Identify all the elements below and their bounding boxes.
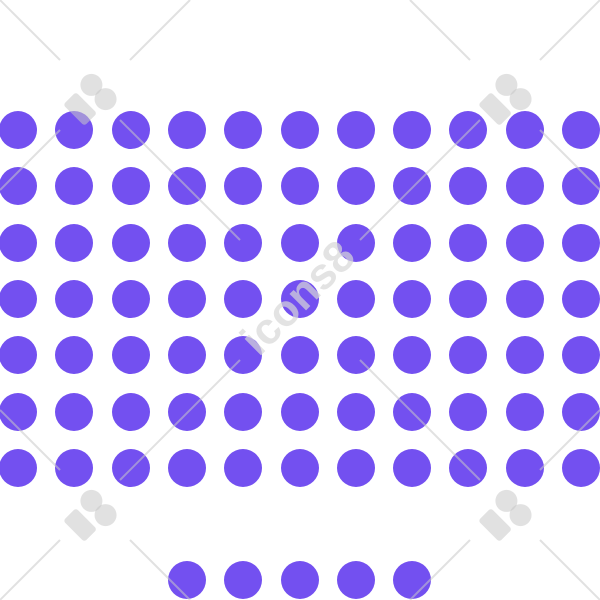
dot bbox=[336, 561, 375, 599]
dot bbox=[562, 448, 600, 487]
dot bbox=[280, 561, 319, 599]
dot bbox=[55, 223, 94, 262]
dot bbox=[280, 336, 319, 375]
dot bbox=[449, 167, 488, 206]
dot bbox=[393, 167, 432, 206]
dot bbox=[393, 279, 432, 318]
dot bbox=[0, 392, 37, 431]
dot bbox=[111, 336, 150, 375]
dot bbox=[393, 336, 432, 375]
dot bbox=[0, 111, 37, 149]
dot bbox=[111, 167, 150, 206]
dot bbox=[167, 223, 206, 262]
dot bbox=[562, 167, 600, 206]
dot bbox=[505, 279, 544, 318]
dot bbox=[0, 167, 37, 206]
dot bbox=[111, 223, 150, 262]
dot bbox=[167, 336, 206, 375]
dot bbox=[167, 561, 206, 599]
dot bbox=[167, 279, 206, 318]
dot bbox=[0, 448, 37, 487]
dot bbox=[449, 336, 488, 375]
dot bbox=[336, 448, 375, 487]
dot bbox=[449, 111, 488, 149]
dot bbox=[336, 223, 375, 262]
dot bbox=[280, 111, 319, 149]
dot bbox=[336, 279, 375, 318]
dot bbox=[55, 448, 94, 487]
dot bbox=[0, 279, 37, 318]
dot bbox=[449, 448, 488, 487]
dot bbox=[280, 223, 319, 262]
dot bbox=[562, 279, 600, 318]
dot bbox=[280, 167, 319, 206]
dot bbox=[224, 392, 263, 431]
dot bbox=[224, 111, 263, 149]
dot bbox=[55, 111, 94, 149]
dot bbox=[449, 279, 488, 318]
dot bbox=[0, 223, 37, 262]
dot bbox=[280, 392, 319, 431]
dot bbox=[505, 111, 544, 149]
dot bbox=[167, 111, 206, 149]
dot bbox=[505, 223, 544, 262]
dot bbox=[167, 392, 206, 431]
dot bbox=[449, 392, 488, 431]
dot bbox=[393, 561, 432, 599]
dot bbox=[111, 392, 150, 431]
dot bbox=[224, 448, 263, 487]
dot bbox=[562, 336, 600, 375]
dot bbox=[280, 279, 319, 318]
dot bbox=[393, 392, 432, 431]
dot bbox=[336, 167, 375, 206]
dot bbox=[336, 111, 375, 149]
dot bbox=[505, 392, 544, 431]
dot bbox=[224, 167, 263, 206]
dot bbox=[393, 223, 432, 262]
dot bbox=[393, 111, 432, 149]
dot bbox=[167, 167, 206, 206]
dot bbox=[167, 448, 206, 487]
dot bbox=[562, 392, 600, 431]
dot bbox=[55, 167, 94, 206]
dot bbox=[449, 223, 488, 262]
dot bbox=[336, 392, 375, 431]
dot bbox=[505, 336, 544, 375]
dot bbox=[111, 448, 150, 487]
dot bbox=[224, 223, 263, 262]
dot bbox=[224, 561, 263, 599]
dot bbox=[111, 279, 150, 318]
dot bbox=[224, 336, 263, 375]
dot bbox=[336, 336, 375, 375]
dot bbox=[562, 223, 600, 262]
dot bbox=[55, 279, 94, 318]
dot bbox=[111, 111, 150, 149]
dot bbox=[505, 448, 544, 487]
dot bbox=[562, 111, 600, 149]
dot bbox=[280, 448, 319, 487]
dot bbox=[55, 392, 94, 431]
dot bbox=[0, 336, 37, 375]
dot bbox=[224, 279, 263, 318]
dot bbox=[505, 167, 544, 206]
dot bbox=[55, 336, 94, 375]
dot bbox=[393, 448, 432, 487]
